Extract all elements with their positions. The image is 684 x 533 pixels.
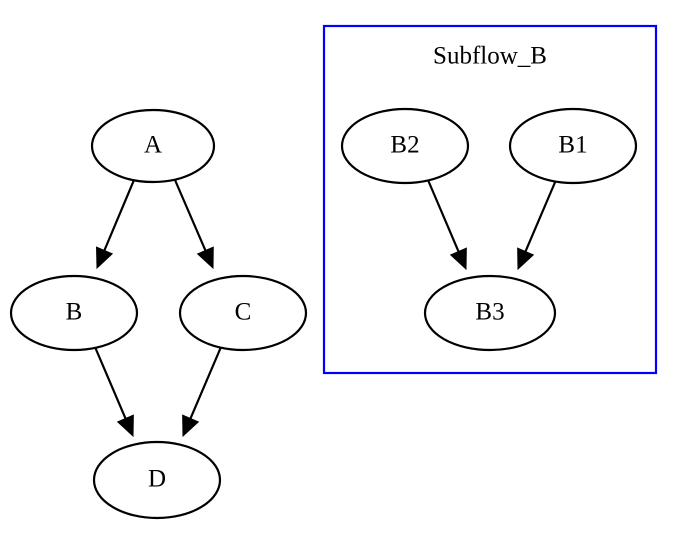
- edge-b1-b3[interactable]: [517, 179, 558, 271]
- edge-a-c[interactable]: [173, 179, 214, 270]
- cluster-label-subflow-b: Subflow_B: [433, 43, 547, 70]
- edge-b-d[interactable]: [93, 346, 134, 438]
- nodes-layer: A B C D B2 B1: [9, 107, 638, 520]
- node-label: B2: [390, 132, 419, 159]
- edge-line: [93, 346, 128, 422]
- arrowhead-icon: [196, 246, 214, 270]
- arrowhead-icon: [517, 247, 535, 271]
- arrowhead-icon: [96, 246, 114, 270]
- node-shape: [423, 274, 557, 352]
- node-b3[interactable]: B3: [423, 274, 557, 352]
- node-a[interactable]: A: [90, 108, 216, 184]
- node-label: D: [148, 466, 166, 493]
- node-d[interactable]: D: [92, 440, 222, 520]
- node-shape: [90, 108, 216, 184]
- edge-line: [426, 179, 461, 255]
- node-shape: [92, 440, 222, 520]
- node-c[interactable]: C: [178, 274, 308, 352]
- edge-line: [188, 346, 223, 422]
- edge-line: [173, 179, 208, 254]
- edge-c-d[interactable]: [182, 346, 223, 438]
- arrowhead-icon: [182, 414, 200, 438]
- node-label: B: [66, 299, 83, 326]
- node-label: A: [144, 132, 162, 159]
- node-shape: [9, 274, 139, 352]
- node-label: C: [235, 299, 252, 326]
- edge-line: [102, 179, 136, 254]
- node-label: B3: [475, 299, 504, 326]
- node-shape: [340, 107, 470, 185]
- node-b2[interactable]: B2: [340, 107, 470, 185]
- node-b[interactable]: B: [9, 274, 139, 352]
- cluster-border-rect: [322, 24, 658, 375]
- edge-a-b[interactable]: [96, 179, 136, 270]
- node-shape: [508, 107, 638, 185]
- node-label: B1: [558, 132, 587, 159]
- edge-b2-b3[interactable]: [426, 179, 467, 271]
- edge-line: [523, 179, 558, 255]
- arrowhead-icon: [116, 414, 134, 438]
- cluster-subflow-b[interactable]: Subflow_B: [322, 24, 658, 375]
- arrowhead-icon: [449, 247, 467, 271]
- node-b1[interactable]: B1: [508, 107, 638, 185]
- edges-layer: [93, 179, 558, 438]
- node-shape: [178, 274, 308, 352]
